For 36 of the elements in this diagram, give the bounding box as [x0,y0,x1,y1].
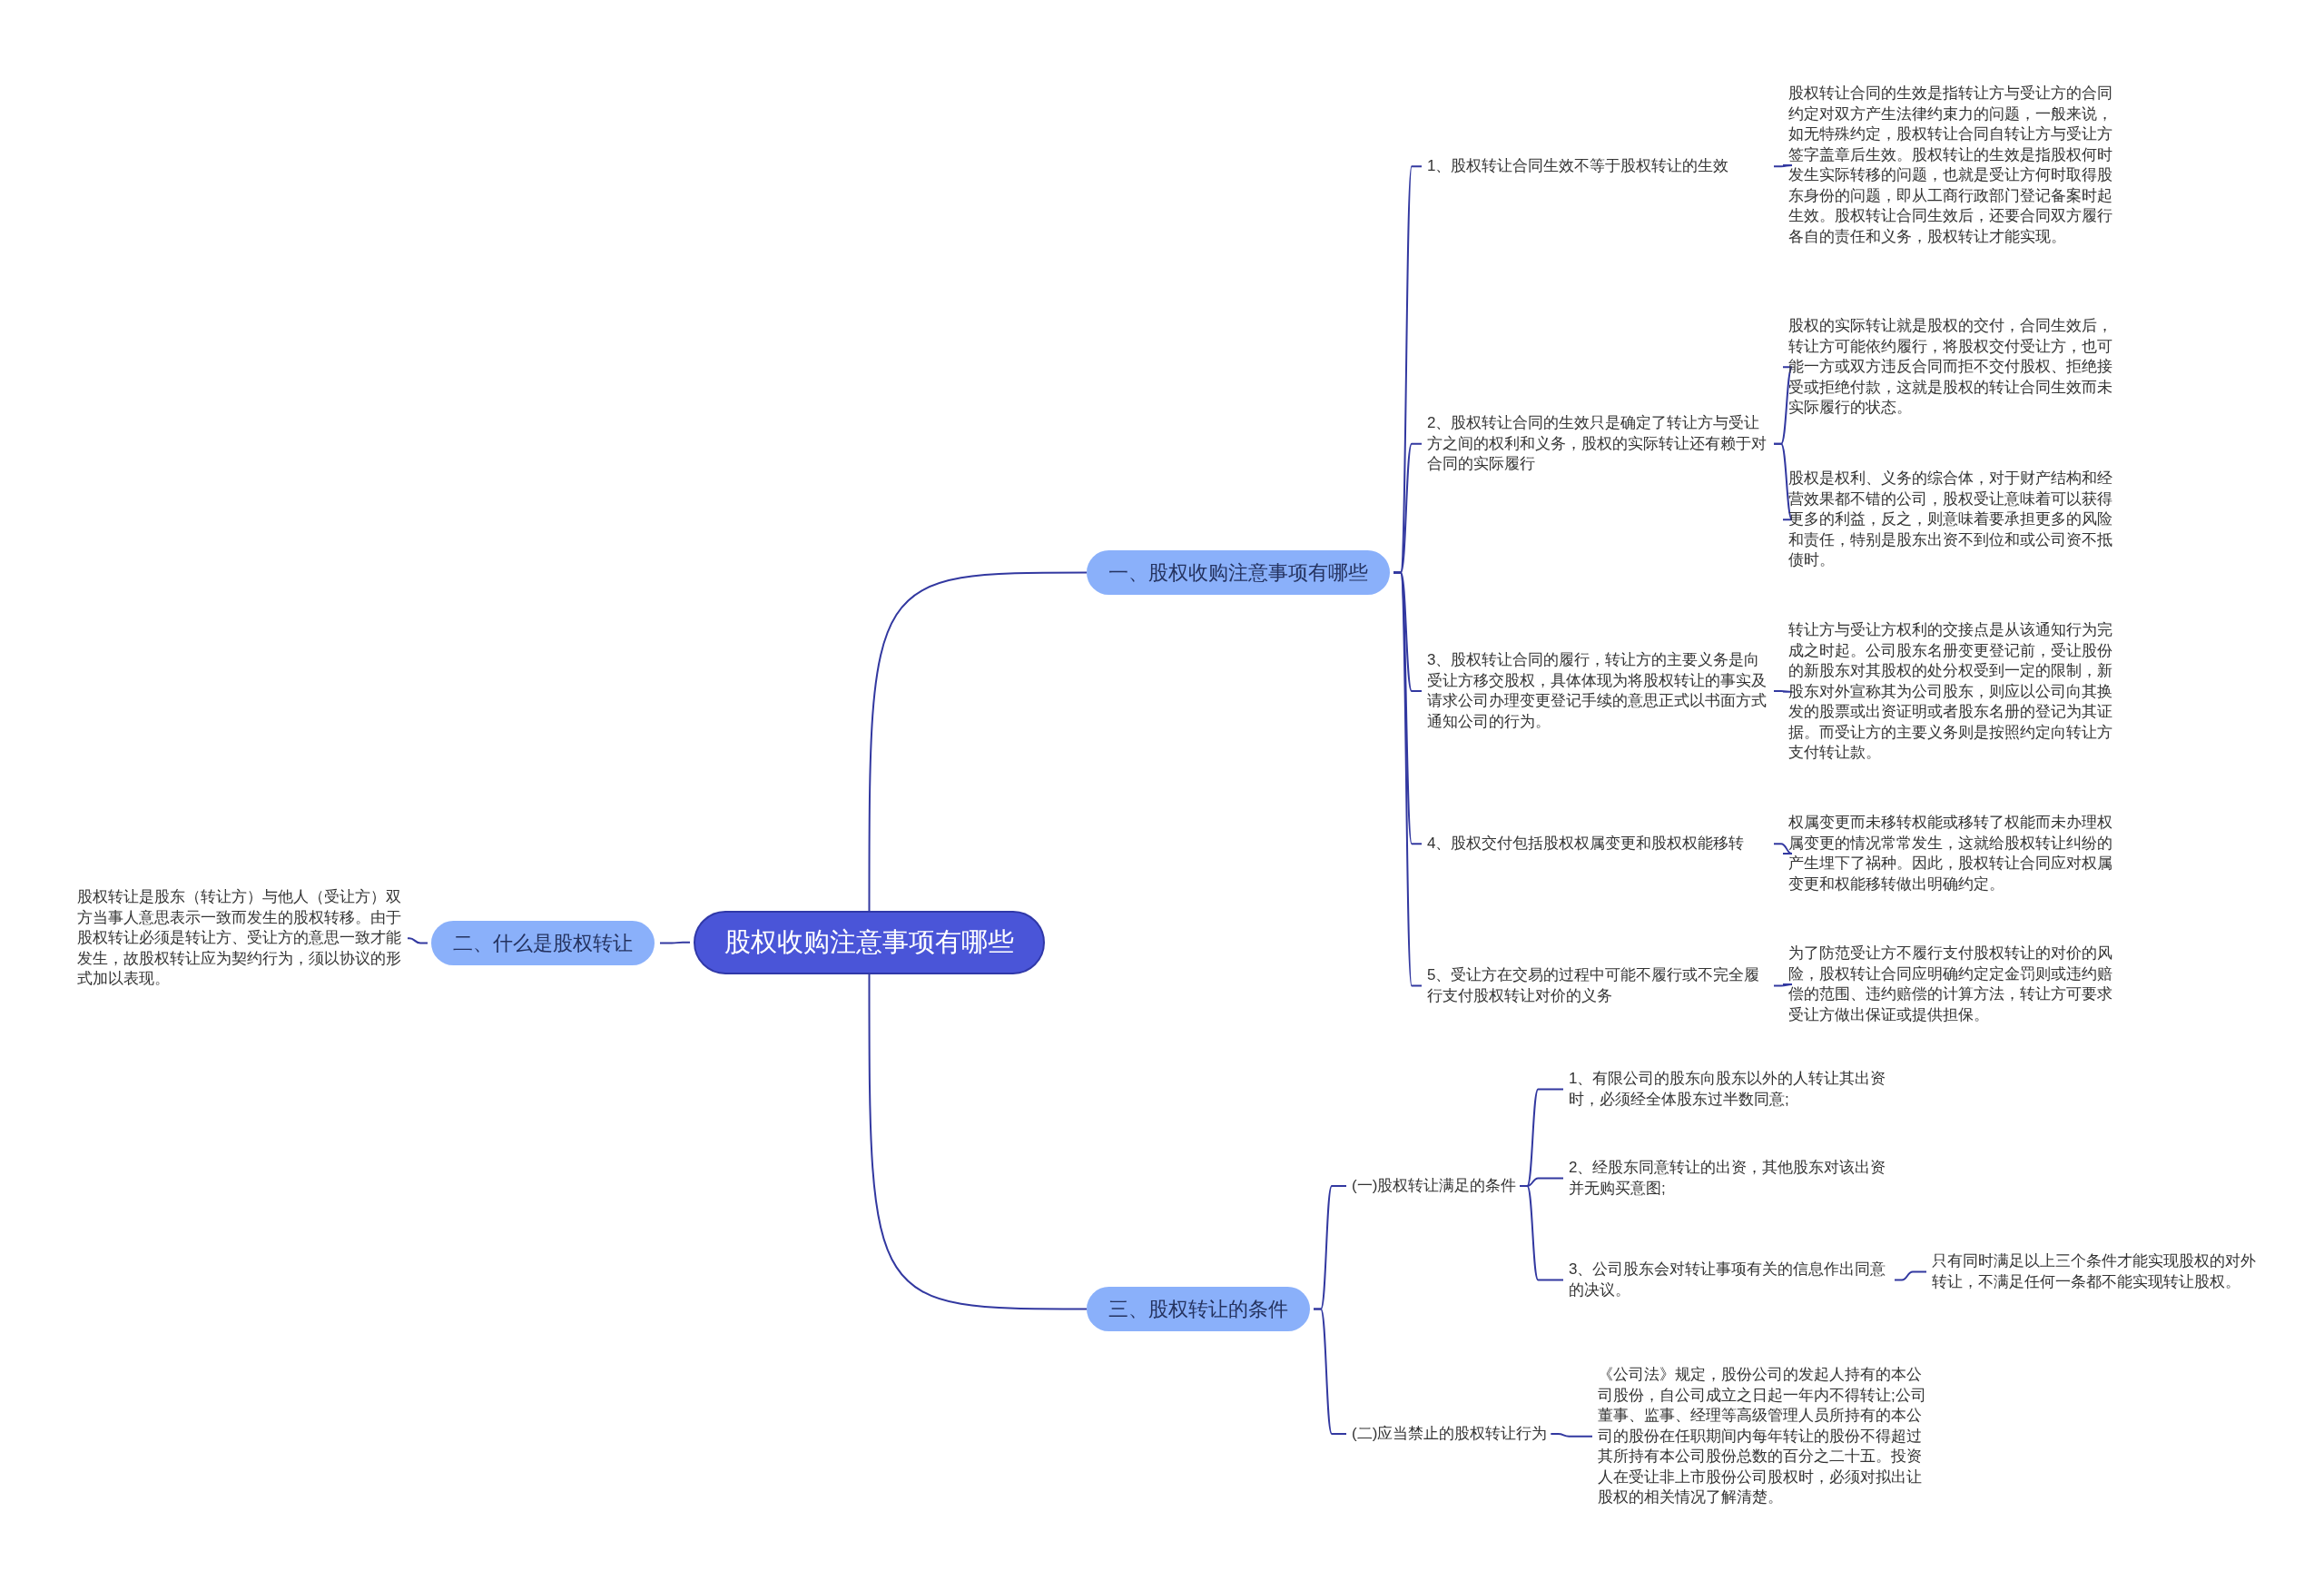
subtopic-text: (一)股权转让满足的条件 [1352,1174,1517,1198]
topic-text: 1、股权转让合同生效不等于股权转让的生效 [1427,156,1770,177]
topic-text: 1、有限公司的股东向股东以外的人转让其出资时，必须经全体股东过半数同意; [1569,1069,1891,1110]
connector-line [407,937,428,944]
topic-text: 股权的实际转让就是股权的交付，合同生效后，转让方可能依约履行，将股权交付受让方，也可能一方或双方违反合同而拒不交付股权、拒绝接受或拒绝付款，这就是股权的转让合同生效而未实际履行的状态。 [1788,316,2122,419]
connector-line [1773,843,1793,855]
connector-line [659,941,691,944]
subtopic-text: (二)应当禁止的股权转让行为 [1352,1422,1548,1446]
topic-text: 2、股权转让合同的生效只是确定了转让方与受让方之间的权利和义务，股权的实际转让还有赖于对合同的实际履行 [1427,413,1770,475]
topic-text: 3、公司股东会对转让事项有关的信息作出同意的决议。 [1569,1260,1891,1300]
connector-line [1550,1433,1593,1438]
topic-text: 股权转让是股东（转让方）与他人（受让方）双方当事人意思表示一致而发生的股权转移。由于股权转让必须是转让方、受让方的意思一致才能发生，故股权转让应为契约行为，须以协议的形式加以表现。 [77,887,402,990]
connector-line [1773,690,1793,693]
topic-text: 股权转让合同的生效是指转让方与受让方的合同约定对双方产生法律约束力的问题，一般来说，如无特殊约定，股权转让合同自转让方与受让方签字盖章后生效。股权转让的生效是指股权何时发生实际转移的问题，也就是受让方何时取得股东身份的问题，即从工商行政部门登记备案时起生效。股权转让合同生效后，还要合同双方履行各自的责任和义务，股权转让才能实现。 [1788,84,2122,247]
connector-line [1773,164,1793,168]
topic-text: 权属变更而未移转权能或移转了权能而未办理权属变更的情况常常发生，这就给股权转让纠纷的产生埋下了祸种。因此，股权转让合同应对权属变更和权能移转做出明确约定。 [1788,813,2122,894]
connector-line [1773,983,1793,987]
topic-text: 为了防范受让方不履行支付股权转让的对价的风险，股权转让合同应明确约定定金罚则或违约赔偿的范围、违约赔偿的计算方法，转让方可要求受让方做出保证或提供担保。 [1788,944,2122,1025]
connector-line [1393,571,1423,987]
connector-line [868,973,1088,1310]
branch-topic: 二、什么是股权转让 [431,921,655,965]
topic-text: 《公司法》规定，股份公司的发起人持有的本公司股份，自公司成立之日起一年内不得转让;公司董事、监事、经理等高级管理人员所持有的本公司的股份在任职期间内每年转让的股份不得超过其所持有本公司股份总数的百分之二十五。投资人在受让非上市股份公司股权时，必须对拟出让股权的相关情况了解清楚。 [1598,1365,1926,1508]
connector-line [868,571,1088,912]
topic-text: 2、经股东同意转让的出资，其他股东对该出资并无购买意图; [1569,1158,1891,1199]
connector-line [1519,1185,1564,1281]
topic-text: 只有同时满足以上三个条件才能实现股权的对外转让，不满足任何一条都不能实现转让股权。 [1932,1251,2266,1292]
topic-text: 5、受让方在交易的过程中可能不履行或不完全履行支付股权转让对价的义务 [1427,965,1770,1006]
connector-line [1894,1270,1927,1281]
topic-text: 4、股权交付包括股权权属变更和股权权能移转 [1427,834,1770,855]
topic-text: 转让方与受让方权利的交接点是从该通知行为完成之时起。公司股东名册变更登记前，受让股份的新股东对其股权的处分权受到一定的限制，新股东对外宣称其为公司股东，则应以公司向其换发的股票或出资证明或者股东名册的登记为其证据。而受让方的主要义务则是按照约定向转让方支付转让款。 [1788,620,2122,764]
connector-line [1773,442,1793,521]
topic-text: 3、股权转让合同的履行，转让方的主要义务是向受让方移交股权，具体体现为将股权转让的事实及请求公司办理变更登记手续的意思正式以书面方式通知公司的行为。 [1427,650,1770,732]
central-topic: 股权收购注意事项有哪些 [694,911,1045,974]
branch-topic: 一、股权收购注意事项有哪些 [1087,550,1390,595]
topic-text: 股权是权利、义务的综合体，对于财产结构和经营效果都不错的公司，股权受让意味着可以获得更多的利益，反之，则意味着要承担更多的风险和责任，特别是股东出资不到位和或公司资不抵债时。 [1788,469,2122,571]
branch-topic: 三、股权转让的条件 [1087,1287,1310,1331]
